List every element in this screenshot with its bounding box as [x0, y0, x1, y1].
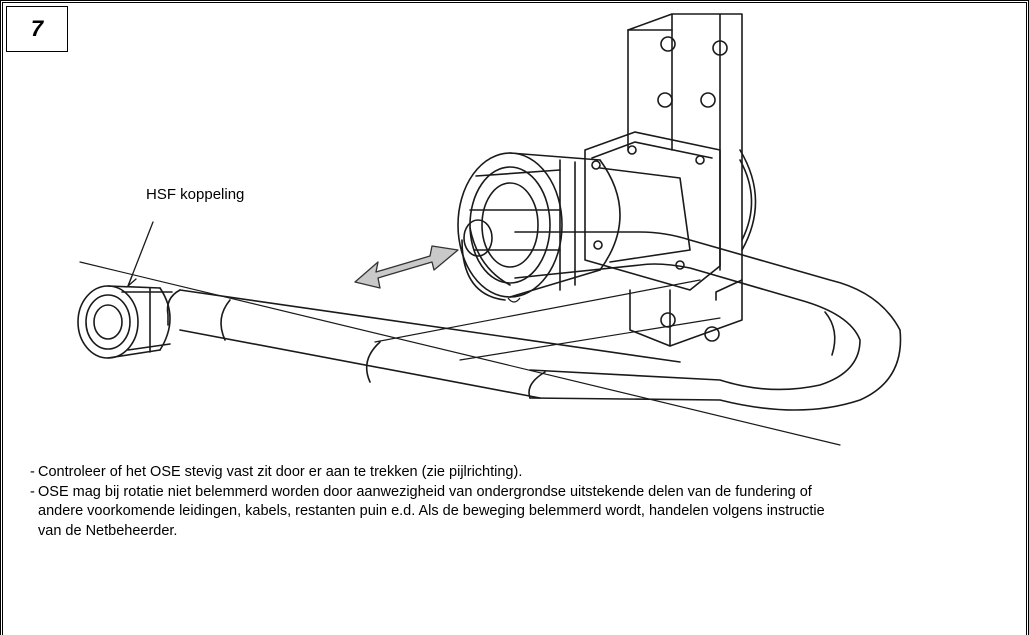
outlet-pipe [461, 219, 902, 411]
ose-coupling [457, 152, 691, 298]
step-number-box: 7 [6, 6, 68, 52]
ground-line [79, 261, 841, 446]
note-item: - Controleer of het OSE stevig vast zit … [30, 463, 850, 483]
step-number: 7 [30, 16, 44, 41]
note-text: OSE mag bij rotatie niet belemmerd worde… [38, 483, 825, 539]
note-item: - OSE mag bij rotatie niet belemmerd wor… [30, 483, 850, 542]
hsf-coupling [77, 285, 173, 359]
hsf-label: HSF koppeling [146, 186, 245, 203]
inlet-pipe [166, 289, 681, 399]
double-arrow-icon [354, 245, 459, 289]
note-dash: - [30, 483, 35, 500]
pipe-assembly-drawing [77, 13, 902, 446]
mounting-bracket [584, 13, 757, 347]
note-text: Controleer of het OSE stevig vast zit do… [38, 464, 523, 480]
note-dash: - [30, 464, 35, 480]
instruction-notes: - Controleer of het OSE stevig vast zit … [30, 463, 850, 541]
